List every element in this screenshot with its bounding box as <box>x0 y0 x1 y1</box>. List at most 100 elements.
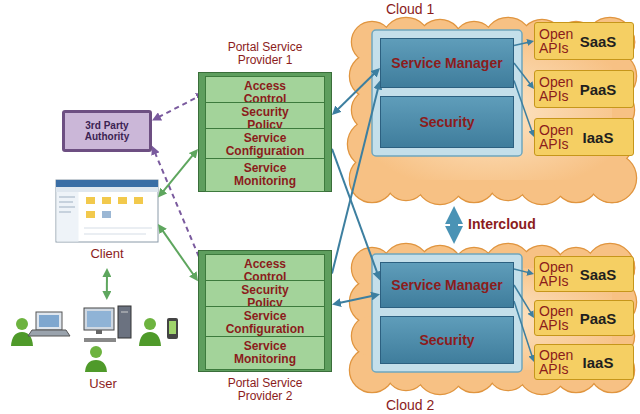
connector <box>332 87 378 273</box>
client: Client <box>56 180 158 268</box>
connector <box>337 73 375 110</box>
api-box: Open APIsPaaS <box>534 300 634 336</box>
client-screenshot <box>84 234 146 235</box>
cloud-outline <box>372 42 612 180</box>
client-screenshot <box>57 192 79 242</box>
user-icons <box>28 330 70 336</box>
cloud-outline <box>348 18 636 394</box>
node-label: SaaS <box>567 266 629 283</box>
user-icons <box>87 311 111 327</box>
user-icons <box>85 360 107 372</box>
cloud: Cloud 1Service ManagerSecurityOpen APIsS… <box>346 0 638 206</box>
node-label: Service Configuration <box>210 130 320 160</box>
user-icons <box>11 306 178 372</box>
node-label: PaaS <box>567 81 629 98</box>
user-icons <box>121 312 128 313</box>
connector <box>514 269 529 273</box>
service-container <box>372 30 522 372</box>
client-screenshot <box>102 211 111 218</box>
node-label: Open APIs <box>539 75 567 103</box>
service-container <box>372 30 522 156</box>
heading: Portal Service Provider 1 <box>198 38 332 70</box>
user-icons <box>167 318 178 339</box>
connector <box>514 63 531 85</box>
client-screenshot <box>118 197 127 204</box>
node-label: Security <box>419 114 474 130</box>
api-box: Open APIsIaaS <box>534 344 634 380</box>
service-box: Security <box>380 316 514 364</box>
connector <box>332 149 378 274</box>
connector <box>106 275 108 293</box>
node-label: PaaS <box>567 310 629 327</box>
user-group: User <box>8 300 198 398</box>
node-label: Open APIs <box>539 304 567 332</box>
user-icons <box>84 338 116 342</box>
user-icons <box>84 308 114 330</box>
portal-provider: Portal Service Provider 2Access ControlS… <box>198 250 332 406</box>
connector <box>514 301 532 357</box>
client-screenshot <box>56 180 158 187</box>
cloud: Cloud 2Service ManagerSecurityOpen APIsS… <box>346 244 638 414</box>
user-icons <box>144 318 156 330</box>
client-screenshot <box>59 197 75 198</box>
portal-provider: Portal Service Provider 1Access ControlS… <box>198 38 332 192</box>
heading: Cloud 2 <box>386 397 434 413</box>
node-label: Service Manager <box>391 277 502 293</box>
api-box: Open APIsSaaS <box>534 22 634 60</box>
portal-item: Service Monitoring <box>205 336 325 370</box>
user-icons <box>139 332 161 346</box>
user-icons <box>96 330 102 334</box>
authority-box: 3rd Party Authority <box>62 110 152 152</box>
heading: Portal Service Provider 2 <box>198 374 332 406</box>
node-label: IaaS <box>567 129 629 146</box>
api-box: Open APIsSaaS <box>534 256 634 292</box>
node-label: Service Monitoring <box>210 338 320 368</box>
client-screenshot <box>56 180 158 242</box>
node-label: 3rd Party Authority <box>69 120 145 142</box>
node-label: Open APIs <box>539 27 567 55</box>
heading: User <box>8 376 198 391</box>
user-icons <box>36 312 62 330</box>
client-screenshot <box>56 180 158 242</box>
connector <box>162 230 194 275</box>
user-icons <box>169 321 176 334</box>
connector <box>514 42 529 45</box>
node-label: Open APIs <box>539 123 567 151</box>
client-screenshot <box>86 211 95 218</box>
client-screenshot <box>59 202 73 203</box>
heading: Client <box>56 246 158 261</box>
connector <box>514 81 532 132</box>
client-screenshot <box>102 197 111 204</box>
node-label: Service Configuration <box>210 308 320 338</box>
connector <box>163 154 194 192</box>
client-screenshot <box>56 187 158 192</box>
connector <box>155 152 202 264</box>
client-screenshot <box>59 212 71 213</box>
node-label: Security <box>419 332 474 348</box>
connector <box>339 296 373 303</box>
client-screenshot <box>86 197 95 204</box>
service-box: Service Manager <box>380 262 514 308</box>
heading: Cloud 1 <box>386 1 434 17</box>
node-label: Service Monitoring <box>210 160 320 190</box>
connector <box>450 220 458 229</box>
service-box: Service Manager <box>380 38 514 88</box>
service-container <box>372 254 522 372</box>
user-icons <box>118 306 131 338</box>
portal-item: Service Monitoring <box>205 158 325 192</box>
user-icons <box>16 318 28 330</box>
node-label: Open APIs <box>539 348 567 376</box>
api-box: Open APIsPaaS <box>534 70 634 108</box>
client-screenshot <box>134 197 143 204</box>
service-box: Security <box>380 96 514 148</box>
node-label: IaaS <box>567 354 629 371</box>
connector <box>158 96 198 117</box>
node-label: SaaS <box>567 33 629 50</box>
node-label: Service Manager <box>391 55 502 71</box>
user-icons <box>90 346 102 358</box>
node-label: Open APIs <box>539 260 567 288</box>
client-screenshot <box>59 207 75 208</box>
api-box: Open APIsIaaS <box>534 118 634 156</box>
client-screenshot <box>84 228 152 229</box>
